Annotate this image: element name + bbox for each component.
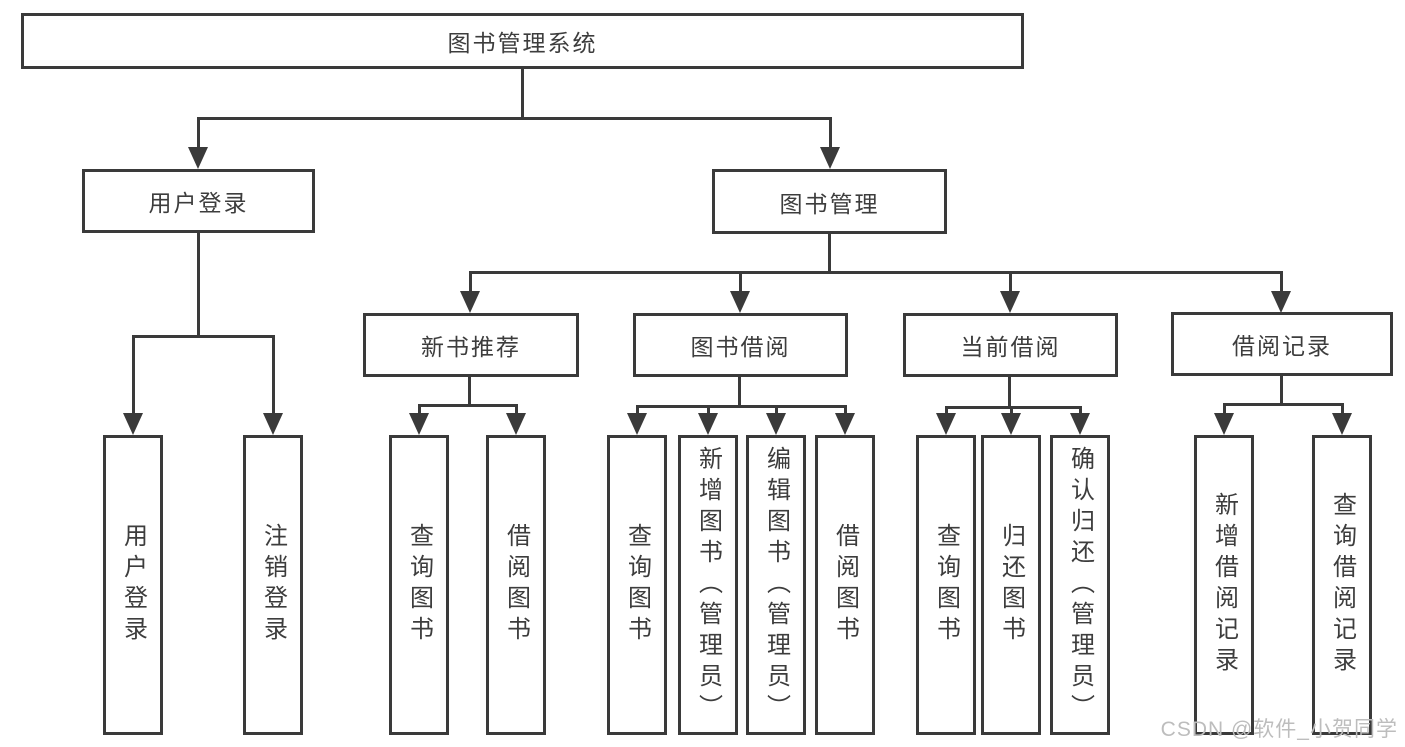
connector-vline [844, 405, 847, 415]
arrowhead [123, 413, 143, 435]
connector-vline [1341, 403, 1344, 415]
connector-vline [132, 335, 135, 415]
arrowhead [1332, 413, 1352, 435]
leaf-query-borrow-record: 查询借阅记录 [1312, 435, 1372, 735]
connector-vline [739, 271, 742, 293]
connector-hline [132, 335, 275, 338]
connector-vline [775, 405, 778, 415]
csdn-watermark: CSDN @软件_小贺同学 [1160, 718, 1398, 741]
connector-vline [1079, 406, 1082, 415]
connector-hline [1223, 403, 1344, 406]
leaf-borrow-books-recommend: 借阅图书 [486, 435, 546, 735]
connector-hline [469, 271, 1283, 274]
leaf-query-books-borrowing: 查询图书 [607, 435, 667, 735]
connector-hline [197, 117, 831, 120]
node-borrowing-records: 借阅记录 [1171, 312, 1393, 376]
node-library-system: 图书管理系统 [21, 13, 1024, 69]
connector-vline [197, 233, 200, 335]
connector-vline [945, 406, 948, 415]
leaf-user-login: 用户登录 [103, 435, 163, 735]
connector-vline [636, 405, 639, 415]
leaf-query-books-current: 查询图书 [916, 435, 976, 735]
leaf-borrow-books: 借阅图书 [815, 435, 875, 735]
arrowhead [263, 413, 283, 435]
node-current-borrowing: 当前借阅 [903, 313, 1118, 377]
connector-vline [515, 404, 518, 415]
leaf-add-borrow-record: 新增借阅记录 [1194, 435, 1254, 735]
connector-vline [1010, 406, 1013, 415]
connector-vline [468, 377, 471, 406]
connector-vline [1280, 271, 1283, 293]
node-user-login: 用户登录 [82, 169, 315, 233]
node-book-management: 图书管理 [712, 169, 947, 234]
arrowhead [1000, 291, 1020, 313]
arrowhead [1070, 413, 1090, 435]
connector-vline [1280, 376, 1283, 405]
arrowhead [1001, 413, 1021, 435]
connector-vline [418, 404, 421, 415]
leaf-return-books: 归还图书 [981, 435, 1041, 735]
leaf-query-books-recommend: 查询图书 [389, 435, 449, 735]
arrowhead [698, 413, 718, 435]
arrowhead [820, 147, 840, 169]
leaf-logout: 注销登录 [243, 435, 303, 735]
connector-vline [829, 117, 832, 149]
connector-vline [521, 69, 524, 118]
connector-vline [469, 271, 472, 293]
node-book-borrowing: 图书借阅 [633, 313, 848, 377]
arrowhead [627, 413, 647, 435]
leaf-add-books-admin: 新增图书（管理员） [678, 435, 738, 735]
arrowhead [1214, 413, 1234, 435]
connector-vline [1223, 403, 1226, 415]
connector-vline [197, 117, 200, 149]
connector-hline [636, 405, 847, 408]
leaf-edit-books-admin: 编辑图书（管理员） [746, 435, 806, 735]
connector-vline [1009, 271, 1012, 293]
connector-vline [828, 234, 831, 272]
arrowhead [506, 413, 526, 435]
connector-hline [945, 406, 1082, 409]
arrowhead [409, 413, 429, 435]
arrowhead [766, 413, 786, 435]
arrowhead [460, 291, 480, 313]
arrowhead [188, 147, 208, 169]
connector-vline [707, 405, 710, 415]
leaf-confirm-return-admin: 确认归还（管理员） [1050, 435, 1110, 735]
connector-vline [1008, 377, 1011, 408]
connector-hline [418, 404, 518, 407]
connector-vline [272, 335, 275, 415]
arrowhead [730, 291, 750, 313]
connector-vline [738, 377, 741, 407]
arrowhead [835, 413, 855, 435]
arrowhead [1271, 291, 1291, 313]
arrowhead [936, 413, 956, 435]
node-new-book-recommendation: 新书推荐 [363, 313, 579, 377]
